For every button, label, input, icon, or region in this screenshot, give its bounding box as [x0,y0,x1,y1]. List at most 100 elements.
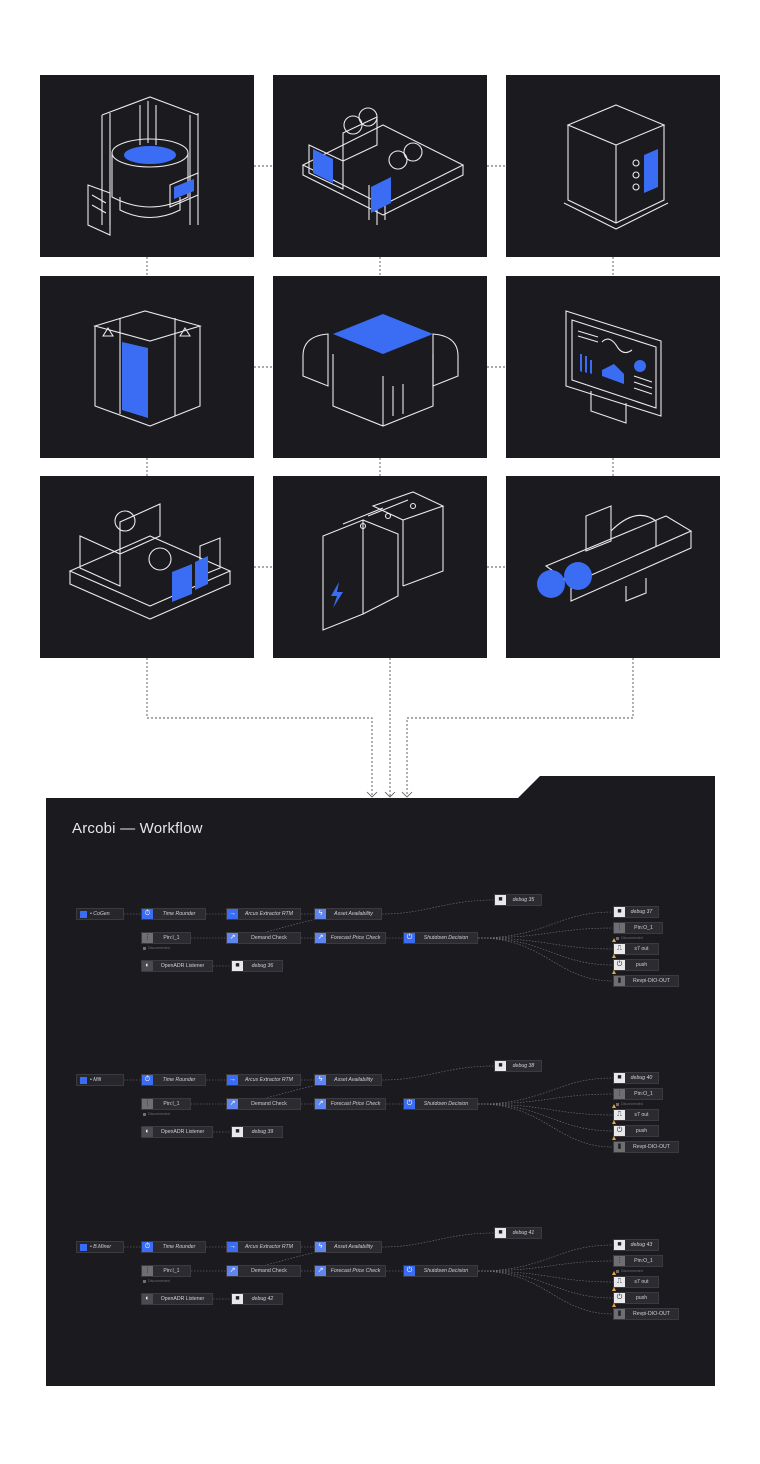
node-s7[interactable]: ⎍s7 out [613,943,659,955]
node-label: Shutdown Decision [423,1101,469,1107]
node-label: Pin:O_1 [634,1258,653,1264]
lightning-icon: ϟ [315,909,326,919]
node-shutdown[interactable]: ⏻Shutdown Decision [403,932,478,944]
node-openadr[interactable]: ◐OpenADR Listener [141,1126,213,1138]
node-extractor[interactable]: →Arcus Extractor RTM [226,1241,301,1253]
node-revpi[interactable]: ▮ Revpi-DIO-OUT [613,1308,679,1320]
node-out-pin[interactable]: ⋮Pin:O_1 [613,922,663,934]
node-pin-in[interactable]: ⋮Pin:I_1 [141,932,191,944]
clock-icon: ⏱ [142,1075,153,1085]
disconnected-status: Disconnected [143,946,170,950]
node-source[interactable]: • CoGen [76,908,124,920]
node-source[interactable]: • B.Miner [76,1241,124,1253]
pin-icon: ⋮ [142,933,153,943]
node-out-debug[interactable]: ■debug 40 [613,1072,659,1084]
square-icon: ■ [232,1127,243,1137]
machine-tile-reactor[interactable] [40,75,254,257]
node-debug-top[interactable]: ■debug 38 [494,1060,542,1072]
node-s7[interactable]: ⎍s7 out [613,1276,659,1288]
node-revpi[interactable]: ▮Revpi-DIO-OUT [613,975,679,987]
square-icon: ■ [614,1240,625,1250]
node-debug-bottom[interactable]: ■debug 42 [231,1293,283,1305]
diagonal-arrow-icon: ↗ [227,1099,238,1109]
warning-icon [612,1271,616,1275]
node-label: • Mill [90,1077,102,1083]
node-openadr[interactable]: ◐OpenADR Listener [141,1293,213,1305]
node-source[interactable]: • Mill [76,1074,124,1086]
pin-icon: ⋮ [614,923,625,933]
square-icon: ■ [614,907,625,917]
warning-icon [612,1303,616,1307]
node-debug-top[interactable]: ■debug 41 [494,1227,542,1239]
node-label: Forecast Price Check [330,935,381,941]
node-revpi[interactable]: ▮Revpi-DIO-OUT [613,1141,679,1153]
status-square-icon [616,936,619,940]
node-shutdown[interactable]: ⏻Shutdown Decision [403,1265,478,1277]
node-label: debug 35 [512,897,535,903]
square-icon: ■ [495,1061,506,1071]
warning-icon [612,1136,616,1140]
node-label: s7 out [634,1279,649,1285]
power-icon: ⏻ [614,1293,625,1303]
machine-tile-twin-chiller[interactable] [273,75,487,257]
node-forecast[interactable]: ↗Forecast Price Check [314,1098,386,1110]
node-label: debug 39 [251,1129,274,1135]
node-debug-bottom[interactable]: ■ debug 39 [231,1126,283,1138]
square-icon: ■ [495,895,506,905]
node-forecast[interactable]: ↗Forecast Price Check [314,932,386,944]
pin-icon: ⋮ [142,1099,153,1109]
node-label: debug 37 [630,909,653,915]
node-out-debug[interactable]: ■ debug 37 [613,906,659,918]
node-label: Forecast Price Check [330,1268,381,1274]
chip-icon: ▮ [614,1309,625,1319]
node-demand[interactable]: ↗Demand Check [226,1098,301,1110]
lightning-icon: ϟ [315,1075,326,1085]
machine-tile-battery[interactable] [273,476,487,658]
node-extractor[interactable]: →Arcus Extractor RTM [226,1074,301,1086]
node-extractor[interactable]: →Arcus Extractor RTM [226,908,301,920]
node-push[interactable]: ⏻push [613,1125,659,1137]
node-label: Arcus Extractor RTM [244,911,294,917]
warning-icon [612,954,616,958]
node-label: Revpi-DIO-OUT [633,978,670,984]
power-icon: ⏻ [614,960,625,970]
node-out-pin[interactable]: ⋮Pin:O_1 [613,1088,663,1100]
node-forecast[interactable]: ↗Forecast Price Check [314,1265,386,1277]
node-debug-bottom[interactable]: ■debug 36 [231,960,283,972]
node-label: debug 42 [251,1296,274,1302]
node-time-rounder[interactable]: ⏱Time Rounder [141,1241,206,1253]
node-pin-in[interactable]: ⋮Pin:I_1 [141,1098,191,1110]
node-out-pin[interactable]: ⋮Pin:O_1 [613,1255,663,1267]
machine-tile-server-cabinet[interactable] [506,75,720,257]
node-time-rounder[interactable]: ⏱Time Rounder [141,1074,206,1086]
node-out-debug[interactable]: ■debug 43 [613,1239,659,1251]
node-label: Pin:O_1 [634,1091,653,1097]
machine-tile-power-block[interactable] [273,276,487,458]
machine-tile-switchgear[interactable] [40,276,254,458]
page-title: Arcobi — Workflow [72,820,203,837]
node-time-rounder[interactable]: ⏱Time Rounder [141,908,206,920]
machine-tile-rooftop-hvac[interactable] [40,476,254,658]
status-label: Disconnected [621,1269,643,1273]
node-shutdown[interactable]: ⏻Shutdown Decision [403,1098,478,1110]
node-label: push [635,962,648,968]
node-demand[interactable]: ↗Demand Check [226,1265,301,1277]
node-label: push [635,1128,648,1134]
node-pin-in[interactable]: ⋮Pin:I_1 [141,1265,191,1277]
node-s7[interactable]: ⎍s7 out [613,1109,659,1121]
machine-tile-dashboard[interactable] [506,276,720,458]
node-demand[interactable]: ↗Demand Check [226,932,301,944]
node-debug-top[interactable]: ■ debug 35 [494,894,542,906]
arrow-right-icon: → [227,1242,238,1252]
clock-icon: ⏱ [142,1242,153,1252]
node-push[interactable]: ⏻ push [613,959,659,971]
node-openadr[interactable]: ◐OpenADR Listener [141,960,213,972]
node-label: Revpi-DIO-OUT [633,1311,670,1317]
node-label: debug 41 [512,1230,535,1236]
warning-icon [612,970,616,974]
node-push[interactable]: ⏻push [613,1292,659,1304]
machine-tile-centrifugal-chiller[interactable] [506,476,720,658]
